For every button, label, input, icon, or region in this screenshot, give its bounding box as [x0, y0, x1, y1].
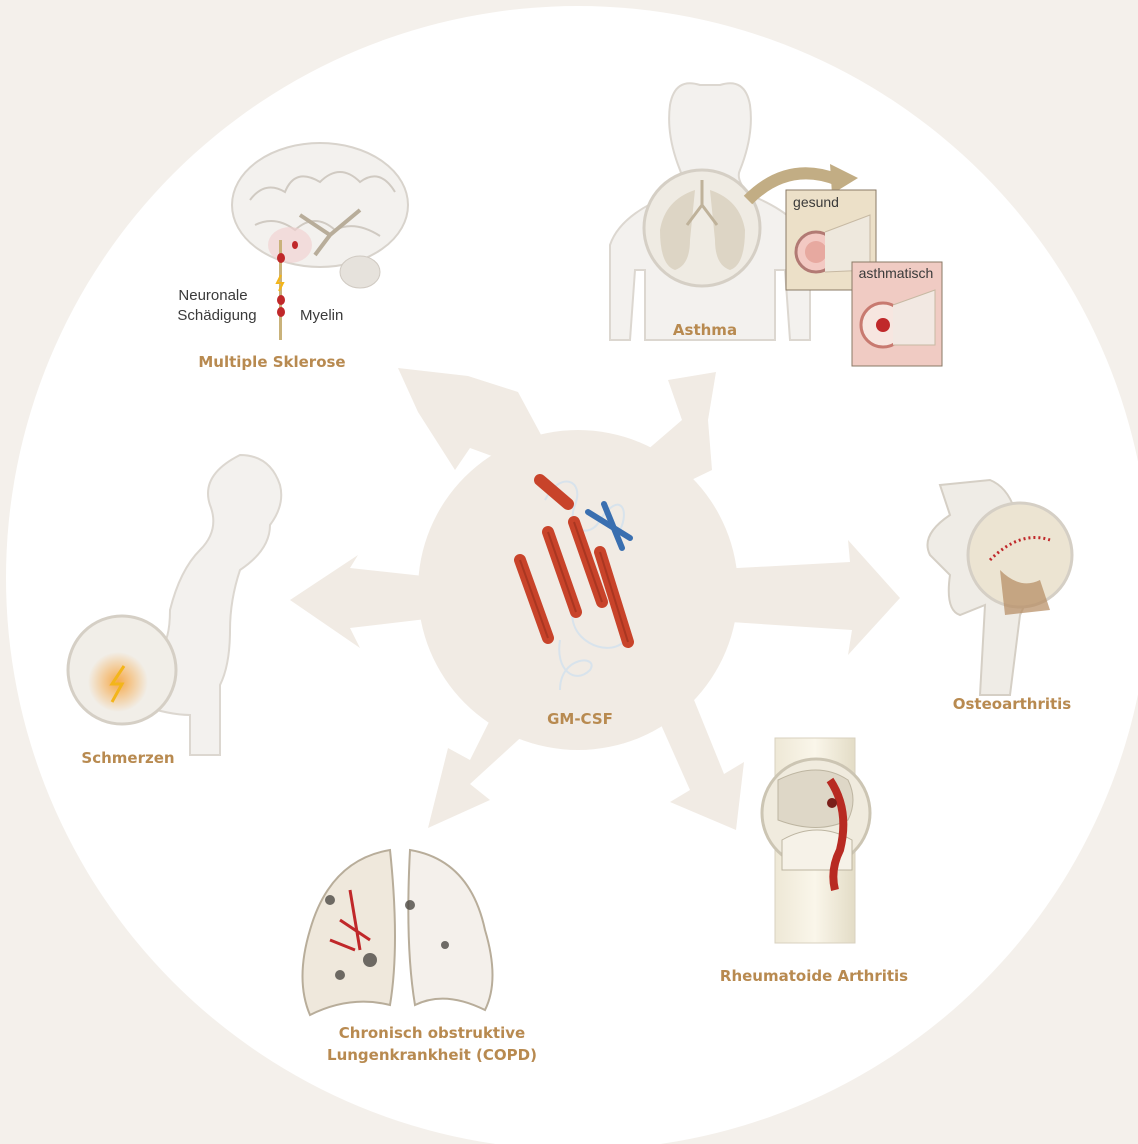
asthma-label: Asthma — [673, 321, 737, 339]
oa-label: Osteoarthritis — [953, 695, 1072, 713]
ra-label: Rheumatoide Arthritis — [720, 967, 908, 985]
center-label: GM-CSF — [547, 710, 613, 728]
copd-label-line2: Lungenkrankheit (COPD) — [327, 1046, 537, 1064]
ms-label: Multiple Sklerose — [198, 353, 345, 371]
asthma-inset-asthmatic: asthmatisch — [859, 265, 934, 281]
ms-annotation-line1: Neuronale — [178, 287, 247, 304]
ms-annotation-line2: Schädigung — [177, 307, 256, 324]
pain-label: Schmerzen — [81, 749, 174, 767]
asthma-inset-healthy: gesund — [793, 194, 839, 210]
ms-annotation-myelin: Myelin — [300, 307, 343, 324]
lungs-icon — [644, 170, 760, 286]
knee-joint-icon — [762, 738, 870, 943]
copd-label-line1: Chronisch obstruktive — [339, 1024, 525, 1042]
